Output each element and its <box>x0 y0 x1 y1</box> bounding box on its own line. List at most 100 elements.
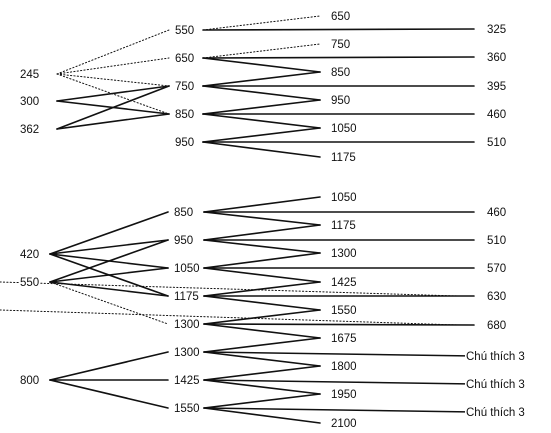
top-col1-node-0: 245 <box>20 69 39 81</box>
bottom-edge-col2-6-to-col4-6 <box>203 379 475 385</box>
bottom-edge-col2-7-to-col3-8 <box>203 407 321 424</box>
bottom-edge-col1-0-to-col2-1 <box>49 239 169 255</box>
top-col1-node-2: 362 <box>20 124 39 136</box>
top-col4-node-3: 460 <box>487 109 506 121</box>
bottom-edge-col1-1-to-col2-4 <box>49 281 169 325</box>
bottom-col4-node-7: Chú thích 3 <box>466 407 525 419</box>
label-backing <box>330 192 358 204</box>
label-backing <box>330 333 358 345</box>
label-backing <box>465 351 526 363</box>
bottom-edge-col2-3-to-col3-4 <box>203 295 321 311</box>
top-col3-node-1: 750 <box>331 39 350 51</box>
label-backing <box>173 403 201 415</box>
label-backing <box>486 24 508 36</box>
bottom-edge-col2-1-to-col3-1 <box>203 224 321 241</box>
label-backing <box>486 263 508 275</box>
top-edge-col1-0-to-col2-0 <box>56 29 170 75</box>
bottom-col4-node-1: 510 <box>487 235 506 247</box>
label-backing <box>330 305 358 317</box>
bottom-col2-node-2: 1050 <box>174 263 200 275</box>
bottom-col2-node-0: 850 <box>174 207 193 219</box>
label-backing <box>330 11 352 23</box>
label-backing <box>19 96 41 108</box>
label-backing <box>330 123 358 135</box>
top-edge-col1-2-to-col2-3 <box>56 113 170 130</box>
bottom-edge-col2-0-to-col3-1 <box>203 211 321 226</box>
top-col2-node-3: 850 <box>175 109 194 121</box>
bottom-col3-node-0: 1050 <box>331 192 357 204</box>
bottom-col1-node-0: 420 <box>20 249 39 261</box>
label-backing <box>486 109 508 121</box>
label-backing <box>174 137 196 149</box>
bottom-edge-col3-4-to-col4-4 <box>0 309 459 326</box>
bottom-edge-col2-5-to-col3-5 <box>203 337 321 353</box>
bottom-col2-node-5: 1300 <box>174 347 200 359</box>
label-backing <box>19 249 41 261</box>
top-edge-col2-2-to-col3-2 <box>202 71 321 87</box>
label-backing <box>330 361 358 373</box>
bottom-edge-col1-2-to-col2-7 <box>49 379 169 409</box>
bottom-col3-node-3: 1425 <box>331 277 357 289</box>
label-backing <box>486 137 508 149</box>
label-backing <box>173 319 201 331</box>
bottom-edge-col2-1-to-col3-2 <box>203 239 321 254</box>
bottom-col3-node-8: 2100 <box>331 418 357 430</box>
top-edge-col2-4-to-col3-4 <box>202 127 321 143</box>
bottom-col3-node-7: 1950 <box>331 389 357 401</box>
top-edge-col1-1-to-col2-2 <box>56 85 170 102</box>
label-backing <box>330 67 352 79</box>
label-backing <box>330 152 357 164</box>
bottom-edge-col2-4-to-col3-4 <box>203 309 321 325</box>
label-backing <box>173 235 195 247</box>
label-backing <box>486 320 508 332</box>
top-col2-node-2: 750 <box>175 81 194 93</box>
top-col3-node-0: 650 <box>331 11 350 23</box>
label-backing <box>174 53 196 65</box>
bottom-edge-col2-6-to-col3-7 <box>203 379 321 395</box>
bottom-edge-col2-4-to-col4-4 <box>203 323 475 326</box>
bottom-edge-col2-0-to-col3-0 <box>203 196 321 213</box>
top-edge-col2-1-to-col3-2 <box>202 57 321 73</box>
bottom-edge-col1-1-to-col2-1 <box>49 239 169 283</box>
bottom-col2-node-3: 1175 <box>174 291 199 303</box>
label-backing <box>330 389 358 401</box>
top-edge-col2-1-to-col4-1 <box>202 56 475 59</box>
label-backing <box>19 124 41 136</box>
bottom-edge-col2-4-to-col3-5 <box>203 323 321 339</box>
bottom-col3-node-2: 1300 <box>331 248 357 260</box>
label-backing <box>330 418 358 430</box>
label-backing <box>173 375 201 387</box>
bottom-edge-col2-2-to-col3-2 <box>203 252 321 269</box>
top-edge-col2-3-to-col3-4 <box>202 113 321 129</box>
bottom-edge-col2-5-to-col4-5 <box>203 351 475 357</box>
bottom-col1-node-2: 800 <box>20 375 39 387</box>
label-backing <box>19 277 41 289</box>
bottom-edge-col1-1-to-col2-2 <box>49 267 169 283</box>
label-backing <box>174 109 196 121</box>
label-backing <box>486 291 508 303</box>
bottom-edge-col2-7-to-col4-7 <box>203 407 475 413</box>
label-backing <box>486 52 508 64</box>
top-col3-node-5: 1175 <box>331 152 356 164</box>
top-edge-col1-0-to-col2-1 <box>56 57 170 75</box>
top-edge-col2-4-to-col3-5 <box>202 141 321 158</box>
bottom-edge-col1-0-to-col2-0 <box>49 211 169 255</box>
bottom-edge-col2-7-to-col3-7 <box>203 393 321 409</box>
top-col4-node-1: 360 <box>487 52 506 64</box>
label-backing <box>173 291 200 303</box>
bottom-col2-node-1: 950 <box>174 235 193 247</box>
bottom-col4-node-0: 460 <box>487 207 506 219</box>
label-backing <box>486 235 508 247</box>
bottom-col2-node-4: 1300 <box>174 319 200 331</box>
label-backing <box>330 277 358 289</box>
label-backing <box>174 25 196 37</box>
bottom-edge-col1-1-to-col2-3 <box>49 281 169 297</box>
label-backing <box>330 95 352 107</box>
top-edge-col2-1-to-col3-1 <box>202 43 321 59</box>
bottom-col4-node-3: 630 <box>487 291 506 303</box>
bottom-col2-node-7: 1550 <box>174 403 200 415</box>
top-col3-node-3: 950 <box>331 95 350 107</box>
bottom-col3-node-1: 1175 <box>331 220 356 232</box>
bottom-col4-node-6: Chú thích 3 <box>466 379 525 391</box>
